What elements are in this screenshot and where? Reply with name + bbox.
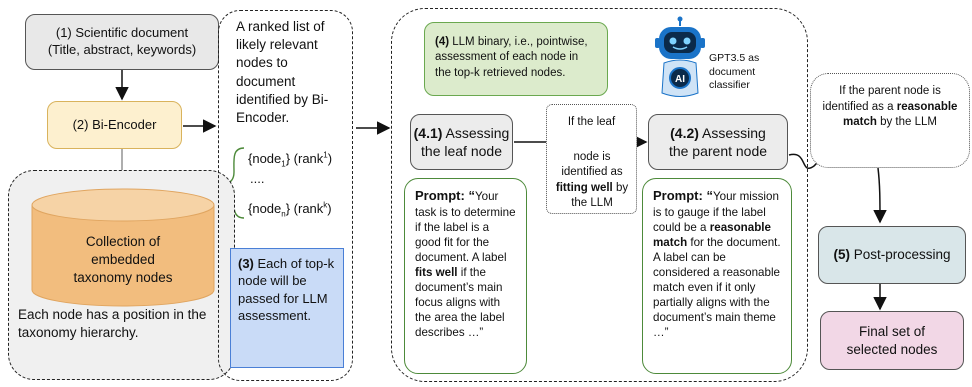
step3-box: (3) Each of top-k node will be passed fo… [230, 248, 344, 368]
llm-assessment-container [391, 8, 808, 382]
cylinder-line3: taxonomy nodes [73, 269, 173, 285]
robot-ai-label: AI [675, 74, 685, 85]
leaf-condition-top: If the leaf [567, 116, 616, 128]
storage-description: Each node has a position in the taxonomy… [18, 307, 207, 340]
step4-box: (4) LLM binary, i.e., pointwise, assessm… [424, 22, 608, 96]
step3-text: Each of top-k node will be passed for LL… [238, 256, 335, 323]
step4-text: LLM binary, i.e., pointwise, assessment … [435, 36, 588, 79]
rank-item-ellipsis: .... [250, 171, 265, 186]
prompt-leaf-label: Prompt: “ [415, 188, 475, 203]
cylinder-line1: Collection of [85, 234, 161, 249]
ranked-list-description: A ranked list of likely relevant nodes t… [236, 19, 329, 126]
doc-line2: (Title, abstract, keywords) [47, 42, 197, 57]
final-selected-nodes-box: Final set of selected nodes [820, 311, 964, 370]
parent-condition-box: If the parent node is identified as a re… [810, 73, 970, 168]
rank-item-first: {node1} (rank1) [248, 150, 333, 169]
prompt-leaf-box: Prompt: “Your task is to determine if th… [404, 178, 527, 374]
gpt-classifier-label: GPT3.5 as document classifier [709, 52, 760, 92]
doc-line1: (1) Scientific document [55, 25, 189, 41]
ranked-list-container [218, 10, 353, 381]
arrow-condition-to-postprocess [873, 167, 887, 224]
cylinder-label: Collection of embedded taxonomy nodes [32, 233, 214, 287]
leaf-condition-text: node is identified as fitting well by th… [555, 151, 629, 209]
assess-leaf-node-box: (4.1) Assessing the leaf node [410, 114, 513, 170]
bi-encoder-label: (2) Bi-Encoder [72, 116, 157, 132]
assess-parent-node-box: (4.2) Assessing the parent node [648, 114, 788, 170]
leaf-condition-box [546, 104, 637, 214]
prompt-parent-label: Prompt: “ [653, 188, 713, 203]
prompt-parent-box: Prompt: “Your mission is to gauge if the… [642, 178, 792, 374]
rank-item-last: {noden} (rankk) [248, 200, 332, 219]
bi-encoder-box: (2) Bi-Encoder [47, 101, 182, 149]
cylinder-line2: embedded [91, 251, 155, 267]
post-processing-box: (5) Post-processing [818, 226, 966, 284]
step3-number: (3) [238, 256, 254, 271]
step4-number: (4) [435, 36, 450, 48]
